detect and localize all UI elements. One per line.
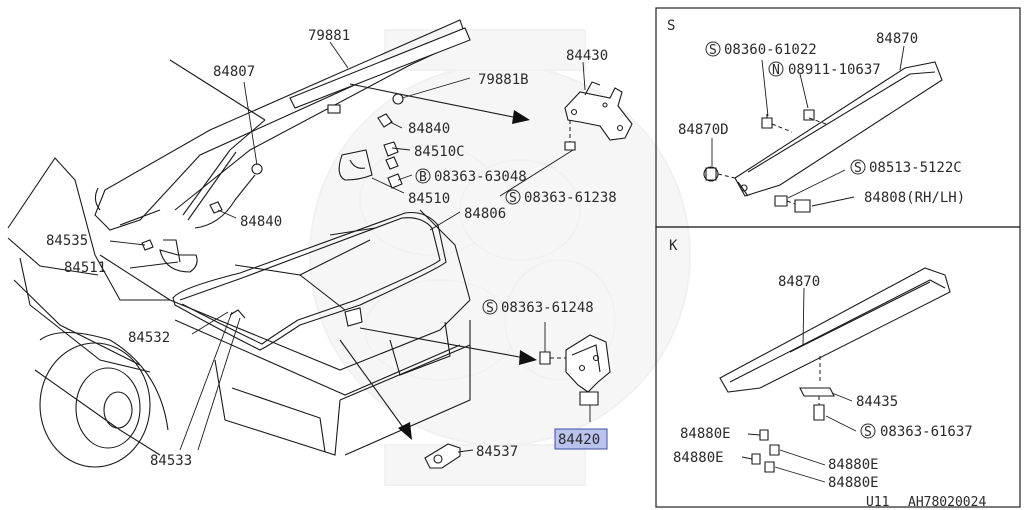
label-84537: 84537 [476,444,518,460]
label-84880e-d: 84880E [828,475,879,491]
label-84880e-c: 84880E [828,457,879,473]
label-84420[interactable]: 84420 [558,432,600,448]
label-84511: 84511 [64,260,106,276]
label-b-08363-63048: 08363-63048 [434,169,527,185]
label-79881b: 79881B [478,72,529,88]
part-84420-lock [539,334,611,406]
footer-reference: U11 AH78020024 [866,495,986,510]
label-84806: 84806 [464,206,506,222]
label-84870-k: 84870 [778,274,820,290]
label-84880e-b: 84880E [673,450,724,466]
part-84430-latch [564,81,633,151]
highlight-box-84420 [554,428,608,450]
label-84535: 84535 [46,233,88,249]
footer-code: U11 [866,495,889,510]
prefix-n: N [772,63,780,78]
label-84870d: 84870D [678,122,729,138]
label-s-08360-61022: 08360-61022 [724,42,817,58]
prefix-b: B [419,170,427,185]
label-84430: 84430 [566,48,608,64]
label-s-08363-61248: 08363-61248 [501,300,594,316]
label-84533: 84533 [150,453,192,469]
panel-k-title: K [669,238,678,254]
detail-arrows [339,83,537,440]
main-labels: 79881 84807 79881B 84430 84840 84510C B … [46,28,617,469]
s-prefix-circle [860,423,876,439]
footer-ref: AH78020024 [908,495,986,510]
watermark-emblem [309,29,691,486]
label-84840-lower: 84840 [240,214,282,230]
car-trunk-illustration [7,19,471,469]
s-prefix-circle [850,159,866,175]
label-79881: 79881 [308,28,350,44]
label-84435: 84435 [856,394,898,410]
b-prefix-circle [415,168,431,184]
prefix-s: S [709,43,717,58]
label-84510: 84510 [408,191,450,207]
s-prefix-circle [705,41,721,57]
label-84807: 84807 [213,64,255,80]
label-84510c: 84510C [414,144,465,160]
label-84880e-a: 84880E [680,426,731,442]
prefix-s: S [864,425,872,440]
s-prefix-circle [505,189,521,205]
panel-s: S S 08360-61022 84870 N 08911-10637 8487… [655,7,1021,228]
label-s-08363-61238: 08363-61238 [524,190,617,206]
n-prefix-circle [768,61,784,77]
label-s-08363-61637: 08363-61637 [880,424,973,440]
prefix-s: S [486,301,494,316]
panel-s-title: S [667,18,675,34]
s-prefix-circle [482,299,498,315]
leader-lines [109,41,591,453]
label-84532: 84532 [128,330,170,346]
prefix-s: S [509,191,517,206]
label-n-08911-10637: 08911-10637 [788,62,881,78]
label-s-08513-5122c: 08513-5122C [869,160,962,176]
label-84870-s: 84870 [876,31,918,47]
prefix-s: S [854,161,862,176]
panel-k: K 84870 84435 S 08363-61637 84880E 84880… [655,226,1021,508]
label-84840-upper: 84840 [408,121,450,137]
label-84808: 84808(RH/LH) [864,190,965,206]
